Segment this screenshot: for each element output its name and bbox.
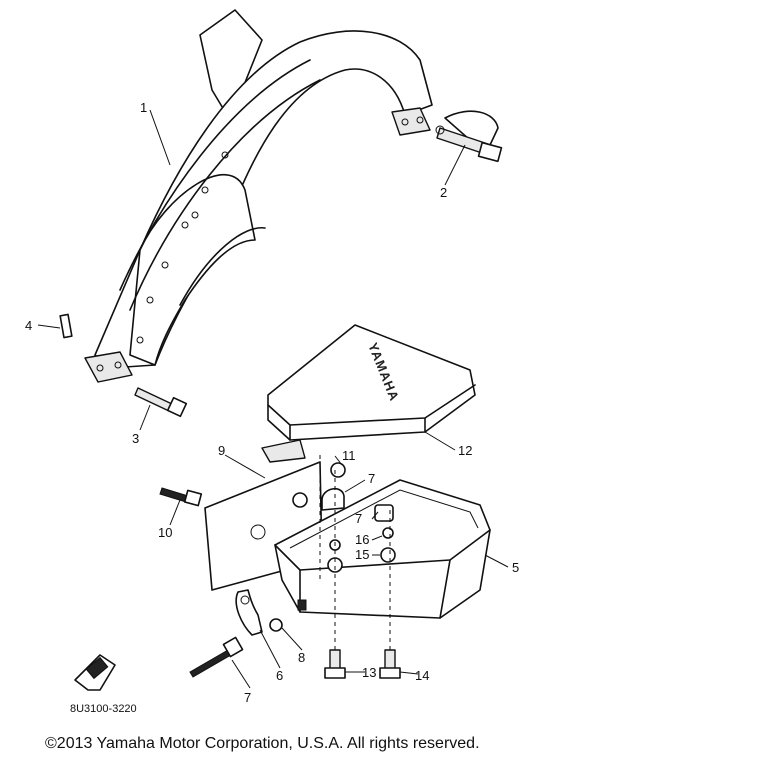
callout-13: 13 <box>362 665 376 680</box>
bolt-13 <box>324 649 346 679</box>
bolt-part <box>134 387 188 418</box>
screw-7 <box>189 636 244 678</box>
washer-plate <box>292 492 308 508</box>
front-arrow-icon <box>74 654 116 691</box>
callout-11: 11 <box>342 448 356 463</box>
hinge-pin-part <box>435 110 503 163</box>
callout-6: 6 <box>276 668 283 683</box>
battery-cover-part: YAMAHA <box>261 324 476 463</box>
callout-3: 3 <box>132 431 139 446</box>
callout-15: 15 <box>355 547 369 562</box>
pin-part <box>59 313 73 339</box>
leader-lines <box>37 109 509 689</box>
callout-7-box-nut: 7 <box>355 511 362 526</box>
fender-part <box>84 9 433 383</box>
callout-14: 14 <box>415 668 429 683</box>
nut-8 <box>269 618 283 632</box>
cap-nut-17 <box>321 488 345 511</box>
callout-1: 1 <box>140 100 147 115</box>
callout-16: 16 <box>355 532 369 547</box>
copyright-footer: ©2013 Yamaha Motor Corporation, U.S.A. A… <box>45 735 480 752</box>
part-code-label: 8U3100-3220 <box>70 703 137 715</box>
callout-2: 2 <box>440 185 447 200</box>
callout-8: 8 <box>298 650 305 665</box>
clamp-6 <box>235 589 263 636</box>
callout-4: 4 <box>25 318 32 333</box>
callout-7-cap-nut: 7 <box>368 471 375 486</box>
callout-7-screw: 7 <box>244 690 251 705</box>
callout-12: 12 <box>458 443 472 458</box>
battery-box-part <box>274 479 491 619</box>
washer-11 <box>330 462 346 478</box>
callout-9: 9 <box>218 443 225 458</box>
callout-5: 5 <box>512 560 519 575</box>
bolt-14 <box>379 649 401 679</box>
callout-10: 10 <box>158 525 172 540</box>
bolt-10 <box>159 487 203 507</box>
